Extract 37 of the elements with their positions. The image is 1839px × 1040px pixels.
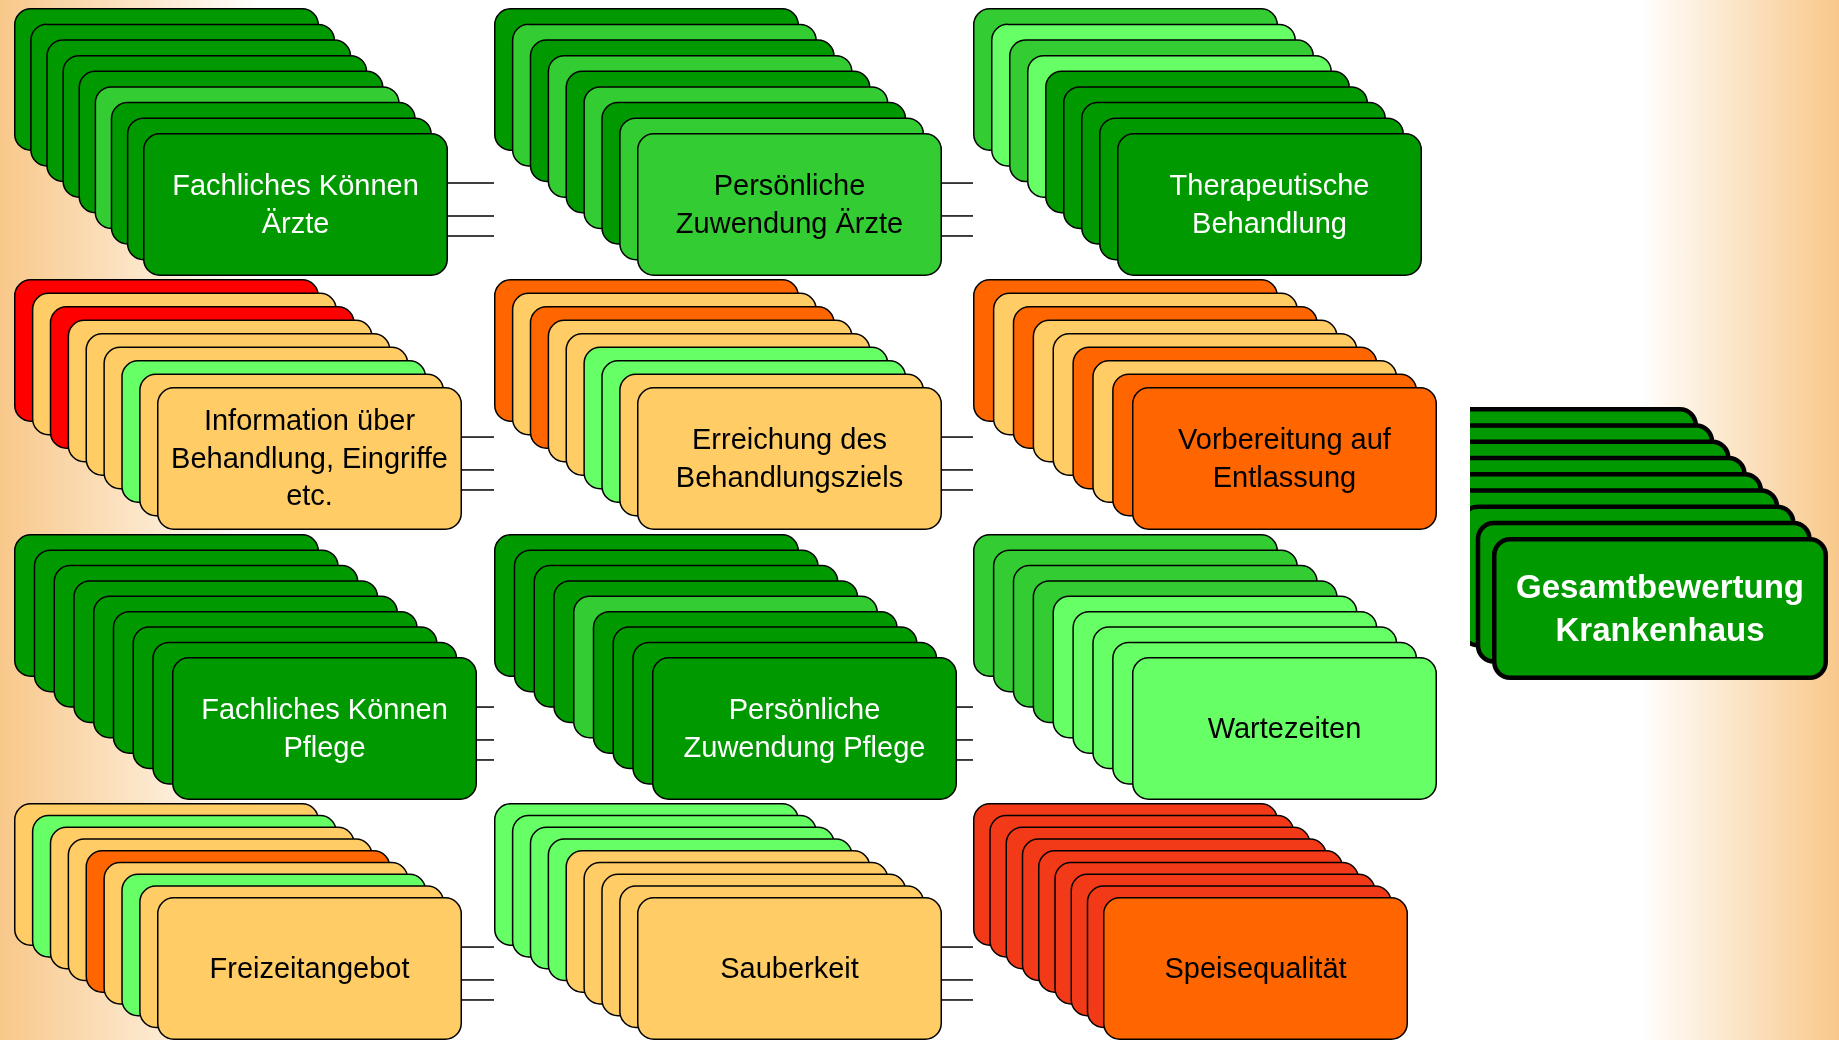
connector-line xyxy=(461,999,495,1001)
connector-line xyxy=(941,182,974,184)
connector-line xyxy=(461,436,495,438)
connector-line xyxy=(476,739,495,741)
connector-line xyxy=(941,469,974,471)
connector-line xyxy=(447,235,495,237)
card-label: Vorbereitung auf Entlassung xyxy=(1177,421,1392,495)
connector-line xyxy=(461,979,495,981)
card-label: Persönliche Zuwendung Pflege xyxy=(682,691,927,765)
card-label: Information über Behandlung, Eingriffe etc. xyxy=(170,402,449,514)
card-label: Persönliche Zuwendung Ärzte xyxy=(674,167,905,241)
connector-line xyxy=(461,469,495,471)
card-label: Fachliches Können Pflege xyxy=(200,691,449,765)
card-label: Therapeutische Behandlung xyxy=(1168,167,1371,241)
card-label: Freizeitangebot xyxy=(208,950,411,986)
connector-line xyxy=(941,999,974,1001)
connector-line xyxy=(941,946,974,948)
connector-line xyxy=(941,215,974,217)
card-label: Erreichung des Behandlungsziels xyxy=(674,421,905,495)
connector-line xyxy=(461,946,495,948)
connector-line xyxy=(476,759,495,761)
connector-line xyxy=(956,706,974,708)
card-label: Fachliches Können Ärzte xyxy=(171,167,420,241)
connector-line xyxy=(476,706,495,708)
connector-line xyxy=(461,489,495,491)
connector-line xyxy=(941,235,974,237)
card-label: Speisequalität xyxy=(1163,950,1348,986)
connector-line xyxy=(447,215,495,217)
connector-line xyxy=(941,489,974,491)
card-label: Wartezeiten xyxy=(1206,710,1363,746)
connector-line xyxy=(956,759,974,761)
connector-line xyxy=(956,739,974,741)
connector-line xyxy=(447,182,495,184)
connector-line xyxy=(941,979,974,981)
connector-line xyxy=(941,436,974,438)
card-label: Sauberkeit xyxy=(719,950,860,986)
card-label: Gesamtbewertung Krankenhaus xyxy=(1515,566,1805,650)
